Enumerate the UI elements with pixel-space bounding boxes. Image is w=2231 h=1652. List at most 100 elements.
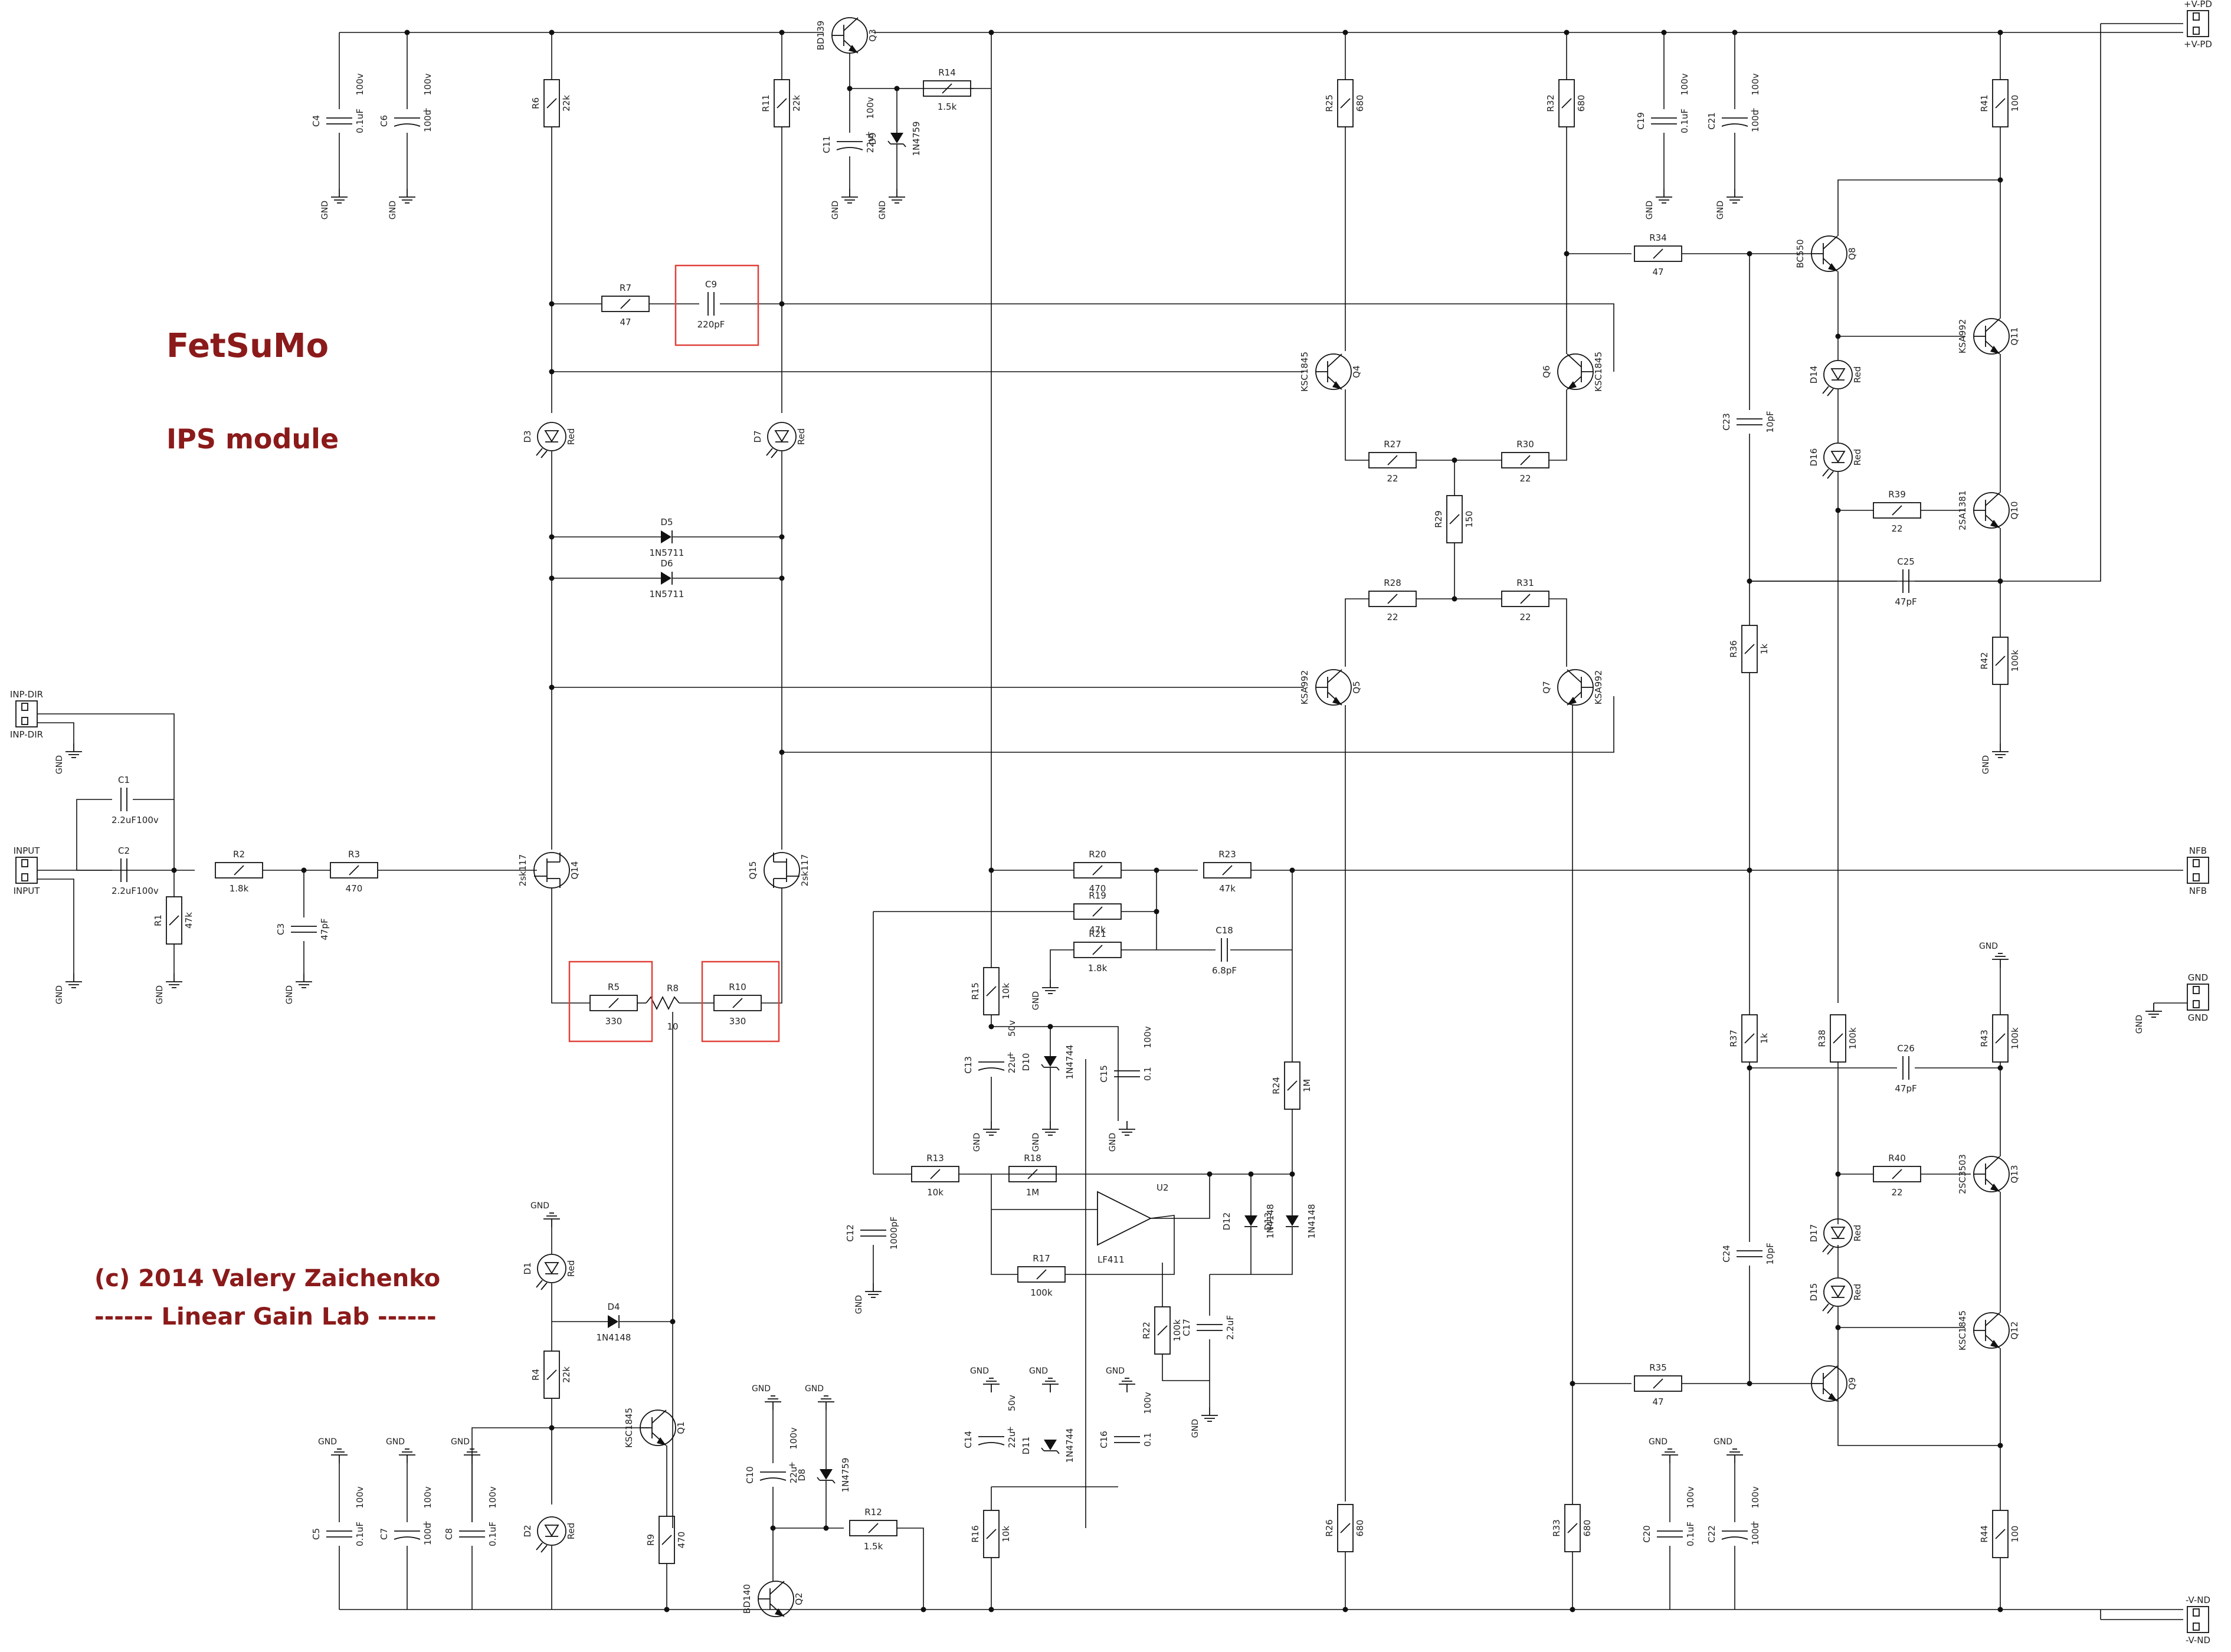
resistor-ref: R23 (1218, 849, 1236, 860)
diode-type: 1N4148 (597, 1332, 631, 1343)
resistor-r25 (1337, 79, 1354, 127)
resistor-value: 1.5k (864, 1541, 883, 1552)
diode-type: Red (1852, 1284, 1863, 1301)
diode-type: 1N5711 (650, 589, 684, 599)
capacitor-c17 (1197, 1324, 1223, 1331)
ground-symbol (1727, 189, 1743, 204)
resistor-ref: R19 (1089, 890, 1106, 901)
port-v-nd (2187, 1606, 2209, 1633)
components (15, 10, 2209, 1633)
transistor-q8 (1811, 235, 1847, 272)
capacitor-value: 47pF (1895, 1083, 1917, 1094)
capacitor-ref: C18 (1216, 925, 1233, 936)
resistor-value: 22 (1387, 612, 1398, 622)
junction-dot (670, 1319, 676, 1325)
led-d1 (536, 1254, 566, 1290)
transistor-type: 2sk117 (517, 854, 528, 887)
polarity-mark: + (1750, 106, 1758, 116)
junction-dot (1835, 333, 1841, 339)
transistor-ref: Q7 (1541, 681, 1552, 693)
junction-dot (1154, 909, 1159, 914)
junction-dot (779, 301, 785, 307)
capacitor-ref: C11 (821, 136, 832, 153)
ground-symbol (1992, 953, 2009, 968)
resistor-ref: R1 (153, 914, 163, 926)
resistor-value: 100 (2010, 1526, 2020, 1543)
resistor-r43 (1992, 1014, 2009, 1063)
wire (551, 888, 590, 1004)
resistor-value: 1.5k (938, 101, 957, 112)
resistor-r10 (713, 995, 762, 1011)
ground-label: GND (451, 1437, 470, 1447)
lab-text: ------ Linear Gain Lab ------ (94, 1303, 437, 1330)
resistor-r36 (1741, 625, 1758, 673)
transistor-type: KSC1845 (624, 1408, 634, 1448)
resistor-r32 (1558, 79, 1575, 127)
transistor-type: BC550 (1795, 239, 1806, 268)
capacitor-value: 100u (422, 1523, 433, 1545)
diode-ref: D6 (660, 558, 673, 569)
wire (1345, 598, 1369, 667)
resistor-r27 (1368, 452, 1417, 468)
junction-dot (1570, 1607, 1575, 1612)
resistor-value: 100k (2010, 1027, 2020, 1050)
port-label-top: GND (2188, 972, 2208, 983)
resistor-value: 150 (1464, 511, 1475, 528)
transistor-q12 (1973, 1312, 2010, 1349)
port-input (15, 857, 38, 884)
ground-symbol (399, 1448, 415, 1463)
diode-d9 (887, 133, 906, 148)
ground-symbol (1656, 189, 1672, 204)
wire (1549, 598, 1567, 667)
capacitor-ref: C25 (1897, 556, 1915, 567)
capacitor-voltage: 100v (422, 73, 433, 96)
capacitor-voltage: 100v (1750, 1486, 1761, 1509)
resistor-value: 470 (676, 1532, 687, 1549)
resistor-value: 680 (1355, 1520, 1365, 1537)
highlight-r10 (701, 961, 780, 1043)
ground-label: GND (1191, 1419, 1200, 1438)
ground-symbol (983, 1378, 1000, 1392)
transistor-q6 (1557, 353, 1594, 390)
resistor-r5 (589, 995, 638, 1011)
port-label-bottom: -V-ND (2186, 1635, 2210, 1646)
transistor-type: KSA992 (1957, 319, 1968, 354)
led-d14 (1822, 360, 1853, 396)
resistor-ref: R2 (233, 849, 245, 860)
capacitor-ref: C7 (379, 1528, 389, 1540)
diode-type: Red (796, 428, 807, 445)
resistor-r2 (215, 862, 263, 879)
wire (1750, 24, 2101, 582)
ground-symbol (1042, 1121, 1059, 1136)
capacitor-ref: C2 (118, 845, 130, 856)
resistor-r28 (1368, 591, 1417, 607)
led-d3 (536, 422, 566, 458)
diode-d6 (661, 572, 673, 585)
capacitor-value: 0.1uF (355, 1522, 365, 1546)
resistor-r12 (849, 1520, 897, 1536)
diode-d4 (608, 1315, 620, 1328)
ground-label: GND (318, 1437, 337, 1447)
diode-d11 (1041, 1440, 1060, 1454)
resistor-r18 (1008, 1166, 1057, 1182)
junction-dot (920, 1607, 926, 1612)
capacitor-c24 (1737, 1250, 1762, 1257)
junction-dot (1835, 1325, 1841, 1330)
transistor-ref: Q9 (1847, 1377, 1857, 1389)
potentiometer-r8 (646, 995, 680, 1011)
capacitor-c15 (1114, 1070, 1140, 1077)
ground-label: GND (1716, 201, 1725, 219)
wire (1151, 1174, 1210, 1219)
capacitor-c10 (759, 1471, 787, 1481)
diode-d5 (661, 530, 673, 543)
capacitor-value: 220pF (697, 319, 725, 330)
diode-type: Red (566, 1260, 576, 1277)
resistor-ref: R38 (1817, 1030, 1827, 1047)
resistor-r14 (923, 80, 971, 97)
resistor-value: 47 (1652, 267, 1663, 277)
diode-type: 1N4148 (1265, 1204, 1276, 1239)
capacitor-value: 0.1uF (1679, 109, 1690, 133)
diode-ref: D15 (1809, 1283, 1819, 1302)
junction-dot (779, 575, 785, 581)
resistor-r37 (1741, 1014, 1758, 1063)
